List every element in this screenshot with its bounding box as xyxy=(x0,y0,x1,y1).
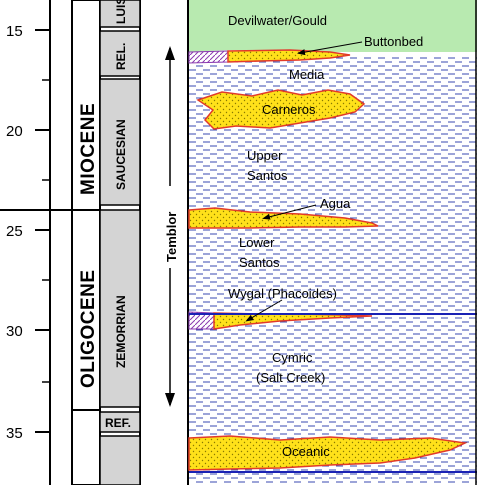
unit-label-upper-santos: Santos xyxy=(247,168,288,183)
unit-label-agua: Agua xyxy=(320,196,351,211)
age-axis: 15 20 25 30 35 xyxy=(6,0,51,485)
epoch-label-miocene: MIOCENE xyxy=(78,103,99,195)
unit-label-wygal-phacoides: Wygal (Phacoides) xyxy=(228,286,337,301)
stage-label-zemorrian: ZEMORRIAN xyxy=(114,295,128,368)
unit-label-carneros: Carneros xyxy=(262,102,316,117)
lithology-panel: Devilwater/Gould Buttonbed Media Carnero… xyxy=(187,0,477,485)
temblor-arrow-down xyxy=(165,393,175,407)
unit-label-upper-santos: Upper xyxy=(247,148,283,163)
unit-label-lower-santos: Lower xyxy=(239,235,275,250)
unit-label-devilwater-gould: Devilwater/Gould xyxy=(228,13,327,28)
age-tick-label: 30 xyxy=(6,323,23,340)
unit-label-buttonbed: Buttonbed xyxy=(364,34,423,49)
stage-box-lower xyxy=(99,435,141,485)
agua-sand-body xyxy=(188,207,379,229)
unit-label-media: Media xyxy=(289,67,325,82)
age-tick-label: 20 xyxy=(6,123,23,140)
stage-label-saucesian: SAUCESIAN xyxy=(114,119,128,190)
oceanic-sand-body xyxy=(188,435,468,471)
stage-box-saucesian xyxy=(99,78,141,206)
unit-label-lower-santos: Santos xyxy=(239,255,280,270)
stage-label-refugian: REF. xyxy=(105,416,131,430)
buttonbed-hatched-area xyxy=(188,50,229,64)
temblor-label: Temblor xyxy=(164,212,179,262)
carneros-sand-body xyxy=(196,89,366,130)
temblor-arrow-up xyxy=(165,46,175,60)
stage-box-refugian xyxy=(99,411,141,433)
stage-box-zemorrian xyxy=(99,209,141,408)
unit-label-cymric: (Salt Creek) xyxy=(256,370,325,385)
stage-label-luisian: LUIS. xyxy=(114,0,128,24)
wygal-pointer xyxy=(245,299,283,322)
temblor-formation-range: Temblor xyxy=(161,46,179,407)
devilwater-gould-zone xyxy=(189,0,477,52)
agua-pointer xyxy=(262,204,317,220)
unit-label-cymric: Cymric xyxy=(272,350,313,365)
epoch-column-box xyxy=(71,0,101,485)
age-tick-label: 25 xyxy=(6,223,23,240)
age-tick-label: 15 xyxy=(6,23,23,40)
stage-column: LUIS. REL. SAUCESIAN ZEMORRIAN REF. xyxy=(99,0,141,485)
buttonbed-pointer xyxy=(297,41,363,56)
age-tick-label: 35 xyxy=(6,425,23,442)
stage-box-luisian xyxy=(99,0,141,28)
unit-label-oceanic: Oceanic xyxy=(282,444,330,459)
stage-label-relizian: REL. xyxy=(114,43,128,70)
epoch-label-oligocene: OLIGOCENE xyxy=(78,269,99,388)
stage-box-relizian xyxy=(99,30,141,77)
temblor-label-background xyxy=(161,186,179,268)
